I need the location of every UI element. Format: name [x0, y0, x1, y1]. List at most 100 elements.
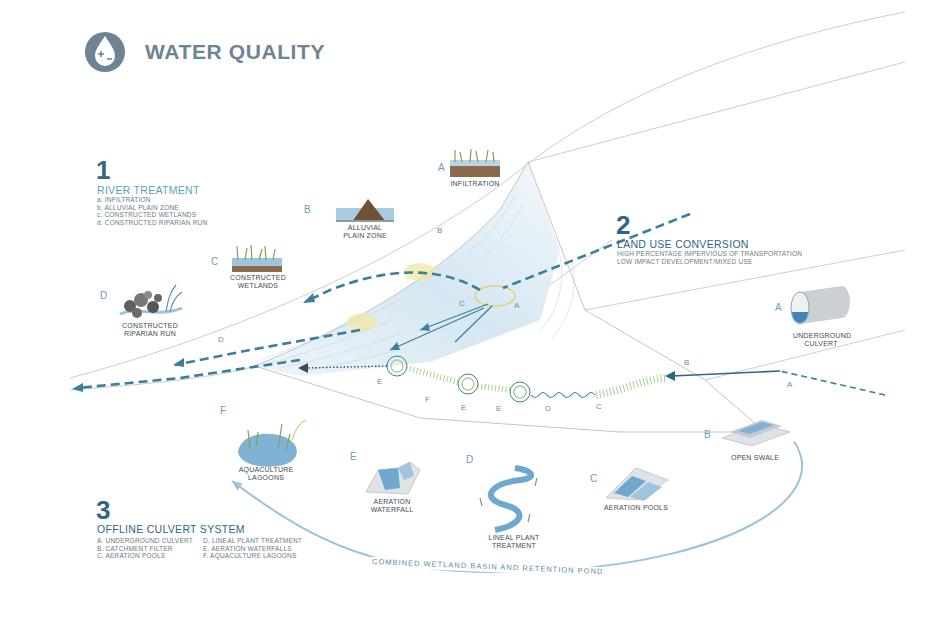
contour-lines [470, 195, 515, 250]
list-item: d. CONSTRUCTED RIPARIAN RUN [97, 220, 207, 227]
riparian-run-icon [120, 285, 182, 318]
map-letter: E [496, 405, 501, 413]
icon-item: ALLUVIAL PLAIN ZONE [330, 196, 400, 243]
infiltration-icon [450, 160, 500, 166]
title-icon [95, 36, 115, 66]
culvert-flow [458, 374, 478, 394]
alluvial-plain-icon [336, 199, 394, 222]
aquaculture-icon [238, 434, 297, 467]
culvert-flow [298, 356, 885, 402]
map-letter: F [425, 396, 430, 404]
contour-lines [262, 195, 574, 371]
callout-letter: D [100, 291, 107, 301]
swale-icon [722, 420, 790, 446]
callout-letter: A [438, 163, 445, 173]
culvert-flow [531, 393, 595, 398]
item-label: OPEN SWALE [720, 454, 790, 462]
item-label: ALLUVIAL PLAIN ZONE [338, 224, 392, 240]
aeration-waterfall-icon [378, 468, 400, 490]
edge-label: COMBINED WETLAND BASIN AND RETENTION PON… [369, 557, 607, 577]
aquaculture-icon [248, 424, 290, 450]
diagram-title: WATER QUALITY [145, 41, 325, 62]
map-letter: D [218, 336, 224, 344]
swale-icon [730, 420, 782, 438]
treatment-highlight [347, 263, 515, 331]
aquaculture-icon [292, 420, 306, 440]
contour-lines [262, 300, 400, 360]
list-item: A. UNDERGROUND CULVERT [97, 538, 193, 545]
contour-lines [482, 205, 522, 258]
icon-item: INFILTRATION [443, 148, 507, 191]
item-label: AQUACULTURE LAGOONS [236, 466, 296, 482]
aquaculture-icon [238, 420, 306, 467]
culvert-flow [595, 378, 665, 395]
wetland-icon [237, 245, 275, 260]
culvert-icon [791, 286, 850, 324]
callout-letter: B [304, 205, 311, 215]
icon-item: CONSTRUCTED RIPARIAN RUN [115, 282, 185, 341]
list-item: a. INFILTRATION [97, 197, 151, 204]
item-label: AERATION WATERFALL [365, 498, 419, 514]
callout-letter: E [350, 452, 357, 462]
map-letter: B [684, 359, 689, 367]
culvert-flow [665, 371, 675, 381]
aeration-pools-icon [606, 468, 668, 501]
riparian-run-icon [147, 301, 159, 313]
alluvial-plain-icon [336, 220, 394, 222]
riparian-run-icon [144, 291, 152, 299]
site-outline [70, 12, 905, 378]
culvert-icon [792, 312, 808, 323]
site-outline [70, 12, 905, 390]
map-letter: A [787, 381, 792, 389]
section-number: 1 [96, 157, 110, 183]
aeration-waterfall-icon [398, 462, 414, 480]
section-heading: OFFLINE CULVERT SYSTEM [97, 524, 245, 535]
aeration-pools-icon [606, 468, 668, 500]
map-letter: D [545, 405, 551, 413]
lineal-plant-icon [480, 478, 537, 522]
culvert-flow [387, 356, 407, 376]
river-arrowhead [420, 323, 430, 331]
callout-letter: D [466, 455, 473, 465]
river-arrowhead [72, 293, 430, 392]
title-icon [85, 32, 125, 72]
callout-letter: A [775, 303, 782, 313]
river-arrowhead [173, 358, 184, 367]
map-letter: C [459, 300, 465, 308]
arrowhead [232, 481, 243, 491]
river-arrowhead [303, 293, 315, 303]
culvert-flow [780, 371, 885, 395]
culvert-icon [791, 292, 809, 324]
list-item: D. LINEAL PLANT TREATMENT [203, 538, 302, 545]
list-item: LOW IMPACT DEVELOPMENT/MIXED USE [617, 259, 752, 266]
section-heading: RIVER TREATMENT [97, 185, 200, 196]
culvert-flow [306, 366, 387, 368]
list-item: HIGH PERCENTAGE IMPERVIOUS OF TRANSPORTA… [617, 251, 802, 258]
callout-letter: C [590, 474, 597, 484]
item-label: CONSTRUCTED WETLANDS [230, 274, 286, 290]
icon-item: CONSTRUCTED WETLANDS [228, 240, 288, 293]
site-outline [528, 62, 905, 162]
icon-item: AQUACULTURE LAGOONS [232, 418, 300, 485]
item-label: AERATION POOLS [601, 504, 671, 512]
icon-item: OPEN SWALE [716, 418, 794, 465]
list-item: C. AERATION POOLS [97, 553, 165, 560]
river-flow [175, 330, 360, 365]
treatment-highlight [475, 286, 515, 306]
list-item: E. AERATION WATERFALLS [203, 546, 292, 553]
aeration-pools-icon [630, 482, 662, 501]
list-item: B. CATCHMENT FILTER [97, 546, 173, 553]
icon-item: AERATION POOLS [600, 462, 672, 515]
river-flow [78, 214, 690, 388]
lineal-plant-icon [480, 468, 537, 530]
list-item: b. ALLUVIAL PLAIN ZONE [97, 205, 179, 212]
infiltration-icon [450, 166, 500, 177]
infiltration-icon [450, 149, 500, 177]
map-letter: B [437, 227, 442, 235]
culvert-flow [298, 363, 308, 373]
culvert-flow [672, 371, 780, 376]
map-letter: E [461, 404, 466, 412]
section-heading: LAND USE CONVERSION [617, 239, 749, 250]
wetland-icon [232, 266, 282, 272]
